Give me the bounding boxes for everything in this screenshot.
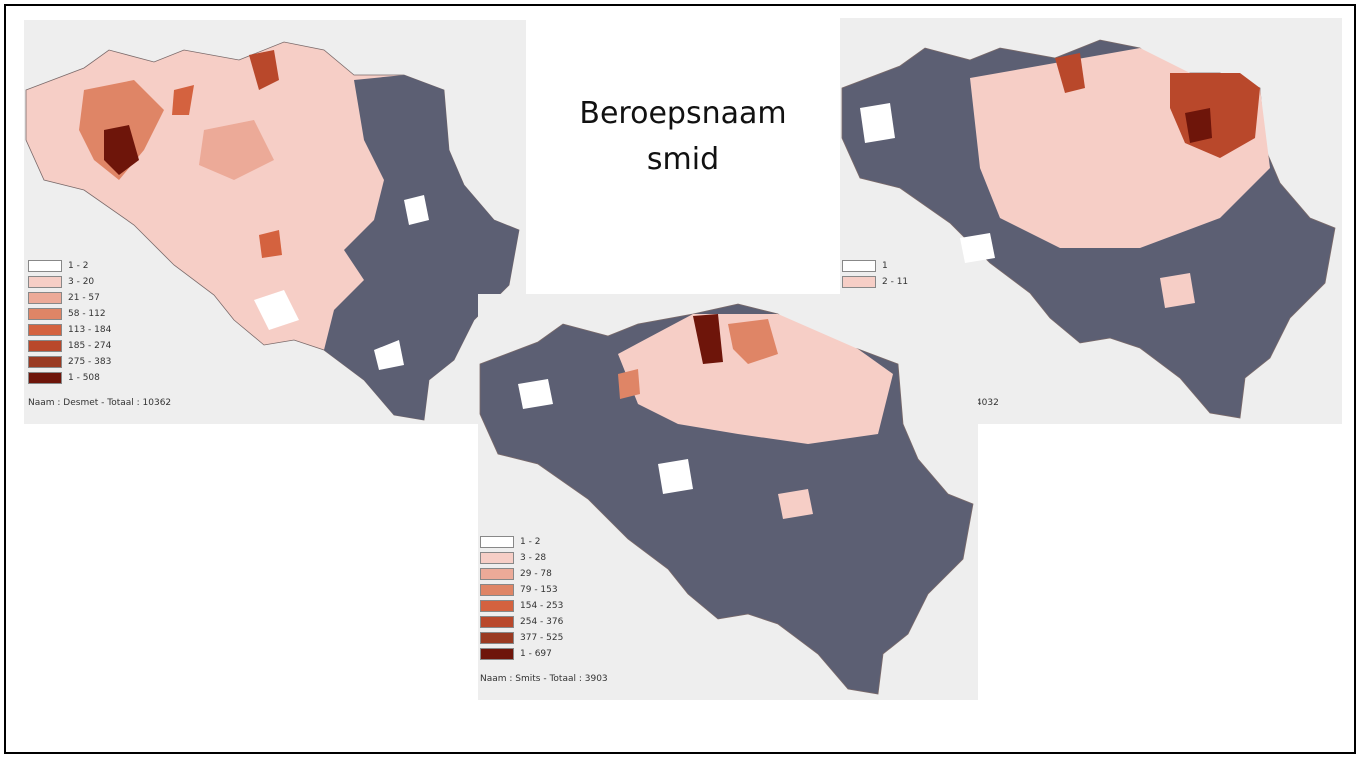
map-panel-smits: 1 - 2 3 - 28 29 - 78 79 - 153 154 - 253 … <box>478 294 978 700</box>
slide-title-line1: Beroepsnaam <box>579 96 787 131</box>
white-2 <box>960 233 995 263</box>
legend-label: 1 - 508 <box>68 373 100 383</box>
hot-north <box>728 319 778 364</box>
legend-row: 1 - 697 <box>480 646 563 662</box>
legend-label: 58 - 112 <box>68 309 106 319</box>
no-data-east <box>324 75 519 420</box>
slide-title-line2: smid <box>646 142 720 177</box>
pink-region <box>618 314 893 444</box>
legend-row: 2 - 11 <box>842 274 908 290</box>
white-2 <box>658 459 693 494</box>
legend-label: 79 - 153 <box>520 585 558 595</box>
hot-mid <box>172 85 194 115</box>
legend-row: 377 - 525 <box>480 630 563 646</box>
white-1 <box>518 379 553 409</box>
white-3 <box>1160 273 1195 308</box>
legend-row: 254 - 376 <box>480 614 563 630</box>
hotspot-northeast <box>1185 108 1212 143</box>
legend-label: 3 - 28 <box>520 553 547 563</box>
map-panel-right: 1 2 - 11 : 4032 <box>840 18 1342 424</box>
hot-north <box>249 50 279 90</box>
legend-row: 3 - 28 <box>480 550 563 566</box>
legend-right: 1 2 - 11 <box>842 258 908 290</box>
map-desmet <box>25 41 520 421</box>
legend-label: 185 - 274 <box>68 341 112 351</box>
legend-label: 2 - 11 <box>882 277 909 287</box>
white-2 <box>404 195 429 225</box>
legend-label: 1 - 697 <box>520 649 552 659</box>
legend-label: 29 - 78 <box>520 569 552 579</box>
slide-frame <box>4 4 1356 754</box>
legend-label: 1 <box>882 261 888 271</box>
legend-row: 29 - 78 <box>480 566 563 582</box>
legend-label: 113 - 184 <box>68 325 112 335</box>
legend-row: 113 - 184 <box>28 322 111 338</box>
legend-label: 21 - 57 <box>68 293 100 303</box>
legend-row: 185 - 274 <box>28 338 111 354</box>
legend-row: 58 - 112 <box>28 306 111 322</box>
legend-label: 3 - 20 <box>68 277 95 287</box>
legend-row: 1 - 508 <box>28 370 111 386</box>
white-3 <box>374 340 404 370</box>
legend-row: 154 - 253 <box>480 598 563 614</box>
hot-north <box>1055 53 1085 93</box>
mid-2 <box>199 120 274 180</box>
legend-smits: 1 - 2 3 - 28 29 - 78 79 - 153 154 - 253 … <box>480 534 563 662</box>
legend-desmet: 1 - 2 3 - 20 21 - 57 58 - 112 113 - 184 … <box>28 258 111 386</box>
legend-row: 21 - 57 <box>28 290 111 306</box>
title-box: Beroepsnaam smid <box>526 18 840 294</box>
legend-label: 1 - 2 <box>68 261 89 271</box>
caption-smits: Naam : Smits - Totaal : 3903 <box>480 674 608 684</box>
legend-label: 1 - 2 <box>520 537 541 547</box>
legend-label: 154 - 253 <box>520 601 564 611</box>
legend-label: 377 - 525 <box>520 633 564 643</box>
map-right <box>841 39 1336 419</box>
white-1 <box>254 290 299 330</box>
legend-row: 3 - 20 <box>28 274 111 290</box>
legend-row: 1 - 2 <box>28 258 111 274</box>
legend-label: 275 - 383 <box>68 357 112 367</box>
white-1 <box>860 103 895 143</box>
legend-label: 254 - 376 <box>520 617 564 627</box>
legend-row: 275 - 383 <box>28 354 111 370</box>
caption-right: : 4032 <box>970 398 999 408</box>
legend-row: 79 - 153 <box>480 582 563 598</box>
hotspot-north <box>693 314 723 364</box>
map-smits <box>479 303 974 695</box>
hotspot-west <box>104 125 139 175</box>
mid-1 <box>618 369 640 399</box>
legend-row: 1 - 2 <box>480 534 563 550</box>
legend-row: 1 <box>842 258 908 274</box>
white-3 <box>778 489 813 519</box>
map-panel-desmet: 1 - 2 3 - 20 21 - 57 58 - 112 113 - 184 … <box>24 20 526 424</box>
caption-desmet: Naam : Desmet - Totaal : 10362 <box>28 398 172 408</box>
mid-1 <box>259 230 282 258</box>
